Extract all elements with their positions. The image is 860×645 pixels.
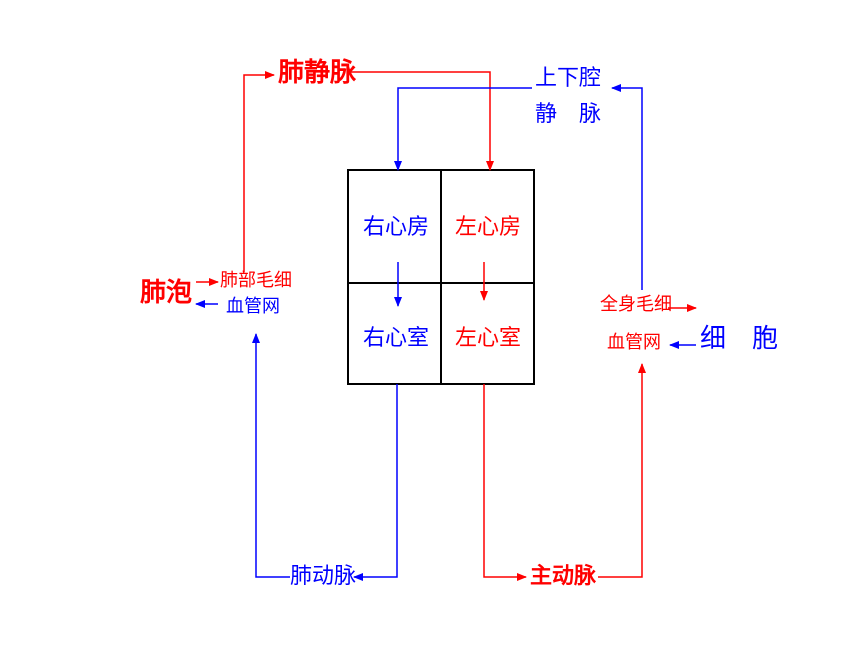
heart-chambers-grid bbox=[347, 169, 535, 385]
arrow-pulmonary-vein-to-left-atrium bbox=[350, 71, 494, 171]
arrow-left-ventricle-to-aorta bbox=[483, 384, 527, 581]
vena-cava-label-line1: 上下腔 bbox=[535, 66, 602, 91]
pulmonary-vein-label: 肺静脉 bbox=[278, 58, 357, 88]
arrow-aorta-to-body-capillary bbox=[598, 363, 646, 578]
pulmonary-artery-label: 肺动脉 bbox=[290, 564, 357, 589]
arrow-right-ventricle-to-pulmonary-artery bbox=[353, 384, 398, 581]
arrow-vena-cava-to-right-atrium bbox=[394, 87, 532, 171]
cells-label: 细 胞 bbox=[700, 324, 779, 354]
left-atrium-label: 左心房 bbox=[455, 215, 522, 240]
alveoli-label: 肺泡 bbox=[140, 278, 193, 308]
aorta-label: 主动脉 bbox=[530, 564, 597, 589]
lung-capillary-label-line1: 肺部毛细 bbox=[220, 270, 292, 291]
right-atrium-label: 右心房 bbox=[363, 215, 430, 240]
vena-cava-label-line2: 静 脉 bbox=[535, 102, 602, 127]
body-capillary-label-line1: 全身毛细 bbox=[600, 294, 672, 315]
arrow-lung-capillary-to-pulmonary-vein bbox=[243, 71, 275, 272]
arrow-body-capillary-to-vena-cava bbox=[611, 84, 643, 290]
right-ventricle-label: 右心室 bbox=[363, 326, 430, 351]
lung-capillary-label-line2: 血管网 bbox=[226, 296, 280, 317]
body-capillary-label-line2: 血管网 bbox=[607, 332, 661, 353]
arrow-pulmonary-artery-to-lung-capillary bbox=[252, 333, 290, 578]
left-ventricle-label: 左心室 bbox=[455, 326, 522, 351]
